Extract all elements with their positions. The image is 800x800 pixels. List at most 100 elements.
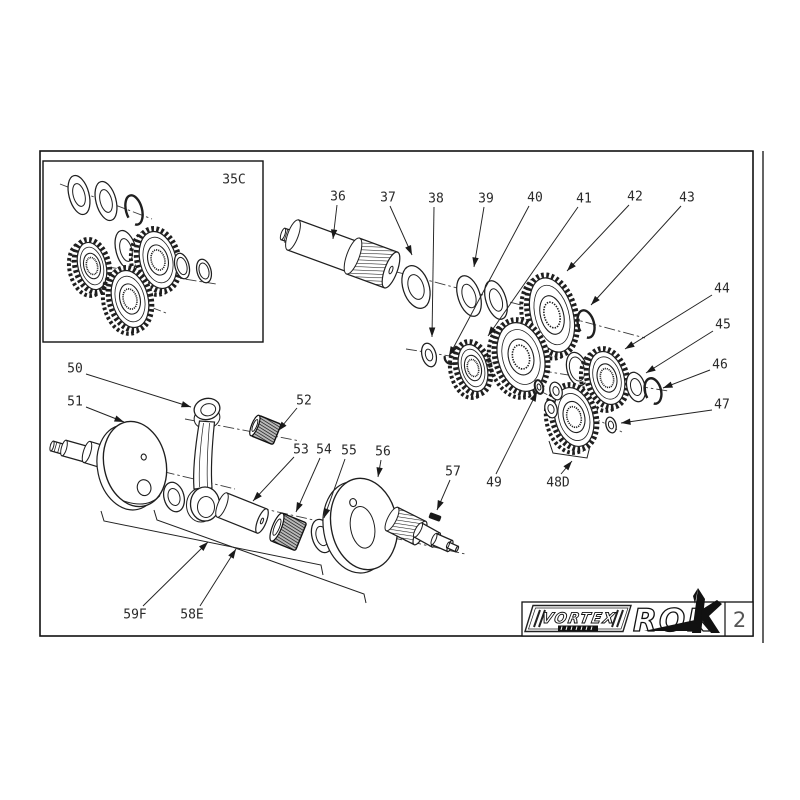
gear-spline-bore xyxy=(511,344,531,370)
leader-line-43 xyxy=(590,205,682,306)
part-cylinder xyxy=(215,492,269,534)
crank-web-cutout xyxy=(122,495,161,505)
washer-inner xyxy=(547,404,555,414)
thread-mark xyxy=(57,443,61,453)
leader-arrowhead-51 xyxy=(113,415,124,422)
gear-face-ring xyxy=(592,356,622,400)
leader-arrowhead-39 xyxy=(472,257,479,267)
cylinder-left-cap xyxy=(343,237,363,275)
leader-line-41 xyxy=(487,206,579,337)
part-cylinder xyxy=(343,237,401,289)
leader-arrowhead-46 xyxy=(663,381,674,388)
part-washer xyxy=(94,180,118,222)
part-washer xyxy=(549,381,563,401)
leader-arrowhead-53 xyxy=(253,491,262,501)
leader-arrowhead-50 xyxy=(180,401,191,408)
rod-shank-line xyxy=(206,422,210,488)
part-label-55: 55 xyxy=(341,444,357,459)
leader-line-59F xyxy=(142,541,209,607)
part-crank-web xyxy=(322,477,399,574)
snapring-ring xyxy=(124,194,144,226)
cylinder-left-cap xyxy=(445,541,451,549)
part-cylinder xyxy=(445,541,460,553)
vortex-logo: VORTEX xyxy=(524,604,632,633)
gear-face-ring xyxy=(460,348,486,388)
part-label-45: 45 xyxy=(715,318,731,333)
part-label-51: 51 xyxy=(67,395,83,410)
part-label-42: 42 xyxy=(627,190,643,205)
vortex-logo-border-inner xyxy=(528,607,629,630)
part-label-56: 56 xyxy=(375,445,391,460)
part-snapring xyxy=(643,377,663,405)
drawing-frame xyxy=(39,150,754,637)
part-label-40: 40 xyxy=(527,191,543,206)
gear-spline-bore xyxy=(466,358,480,378)
leader-line-42 xyxy=(566,204,630,272)
bearing-bore xyxy=(251,419,259,432)
crank-web-inner-ring xyxy=(349,506,376,549)
cylinder-hole xyxy=(388,265,394,275)
rok-logo: ROK xyxy=(632,588,722,637)
cylinder-left-cap xyxy=(215,492,229,518)
part-label-57: 57 xyxy=(445,465,461,480)
leader-arrowhead-58E xyxy=(228,549,236,559)
leader-arrowhead-54 xyxy=(296,502,303,512)
leader-arrowhead-48D xyxy=(563,461,572,471)
washer-inner xyxy=(552,386,560,396)
leader-arrowhead-37 xyxy=(405,245,412,255)
part-gear xyxy=(100,265,155,336)
part-gear xyxy=(486,317,551,400)
leader-arrowhead-43 xyxy=(591,295,600,305)
part-label-36: 36 xyxy=(330,190,346,205)
part-washer xyxy=(401,265,431,309)
leader-arrowhead-36 xyxy=(330,229,338,239)
crank-web-hole xyxy=(349,498,358,508)
washer-inner xyxy=(167,487,181,507)
part-label-47: 47 xyxy=(714,398,730,413)
leader-line-53 xyxy=(252,456,295,502)
group-bracket-2 xyxy=(548,440,591,459)
part-label-48D: 48D xyxy=(546,476,570,491)
part-label-52: 52 xyxy=(296,394,312,409)
vortex-logo-substrip xyxy=(558,625,598,631)
gear-face-ring xyxy=(142,236,174,284)
part-washer xyxy=(195,258,213,284)
washer-inner xyxy=(407,274,425,300)
washer-inner xyxy=(607,420,615,430)
part-snapring xyxy=(576,309,596,339)
part-gear xyxy=(66,236,113,298)
part-label-58E: 58E xyxy=(180,608,203,623)
thread-mark xyxy=(53,442,58,452)
leader-arrowhead-45 xyxy=(646,365,656,373)
leader-line-47 xyxy=(620,409,713,424)
leader-line-38 xyxy=(431,206,435,338)
part-connecting-rod xyxy=(186,397,221,523)
gear-face-ring xyxy=(501,329,541,385)
leader-line-39 xyxy=(473,206,485,268)
part-washer xyxy=(544,399,558,419)
group-bracket-1 xyxy=(153,509,367,604)
leader-arrowhead-57 xyxy=(437,500,444,510)
gear-spline-bore xyxy=(122,288,138,310)
part-washer xyxy=(420,342,438,368)
cylinder-left-cap xyxy=(285,219,301,251)
part-label-39: 39 xyxy=(478,192,494,207)
leader-arrowhead-56 xyxy=(376,467,383,477)
leader-arrowhead-42 xyxy=(567,261,576,271)
leader-line-54 xyxy=(295,457,321,513)
part-needle-bearing xyxy=(269,512,307,551)
snapring-ring xyxy=(576,309,596,339)
washer-inner xyxy=(488,288,504,312)
leader-arrowhead-47 xyxy=(621,418,631,425)
part-label-41: 41 xyxy=(576,192,592,207)
gear-spline-bore xyxy=(543,301,561,329)
cylinder-left-cap xyxy=(412,522,424,538)
bearing-bore xyxy=(272,518,282,536)
axis-line-8 xyxy=(95,285,167,314)
gear-spline-bore xyxy=(599,367,615,389)
part-crank-web xyxy=(96,420,168,511)
washer-inner xyxy=(99,189,113,213)
leader-line-44 xyxy=(624,294,713,350)
part-label-54: 54 xyxy=(316,443,332,458)
leader-arrowhead-40 xyxy=(449,346,457,356)
